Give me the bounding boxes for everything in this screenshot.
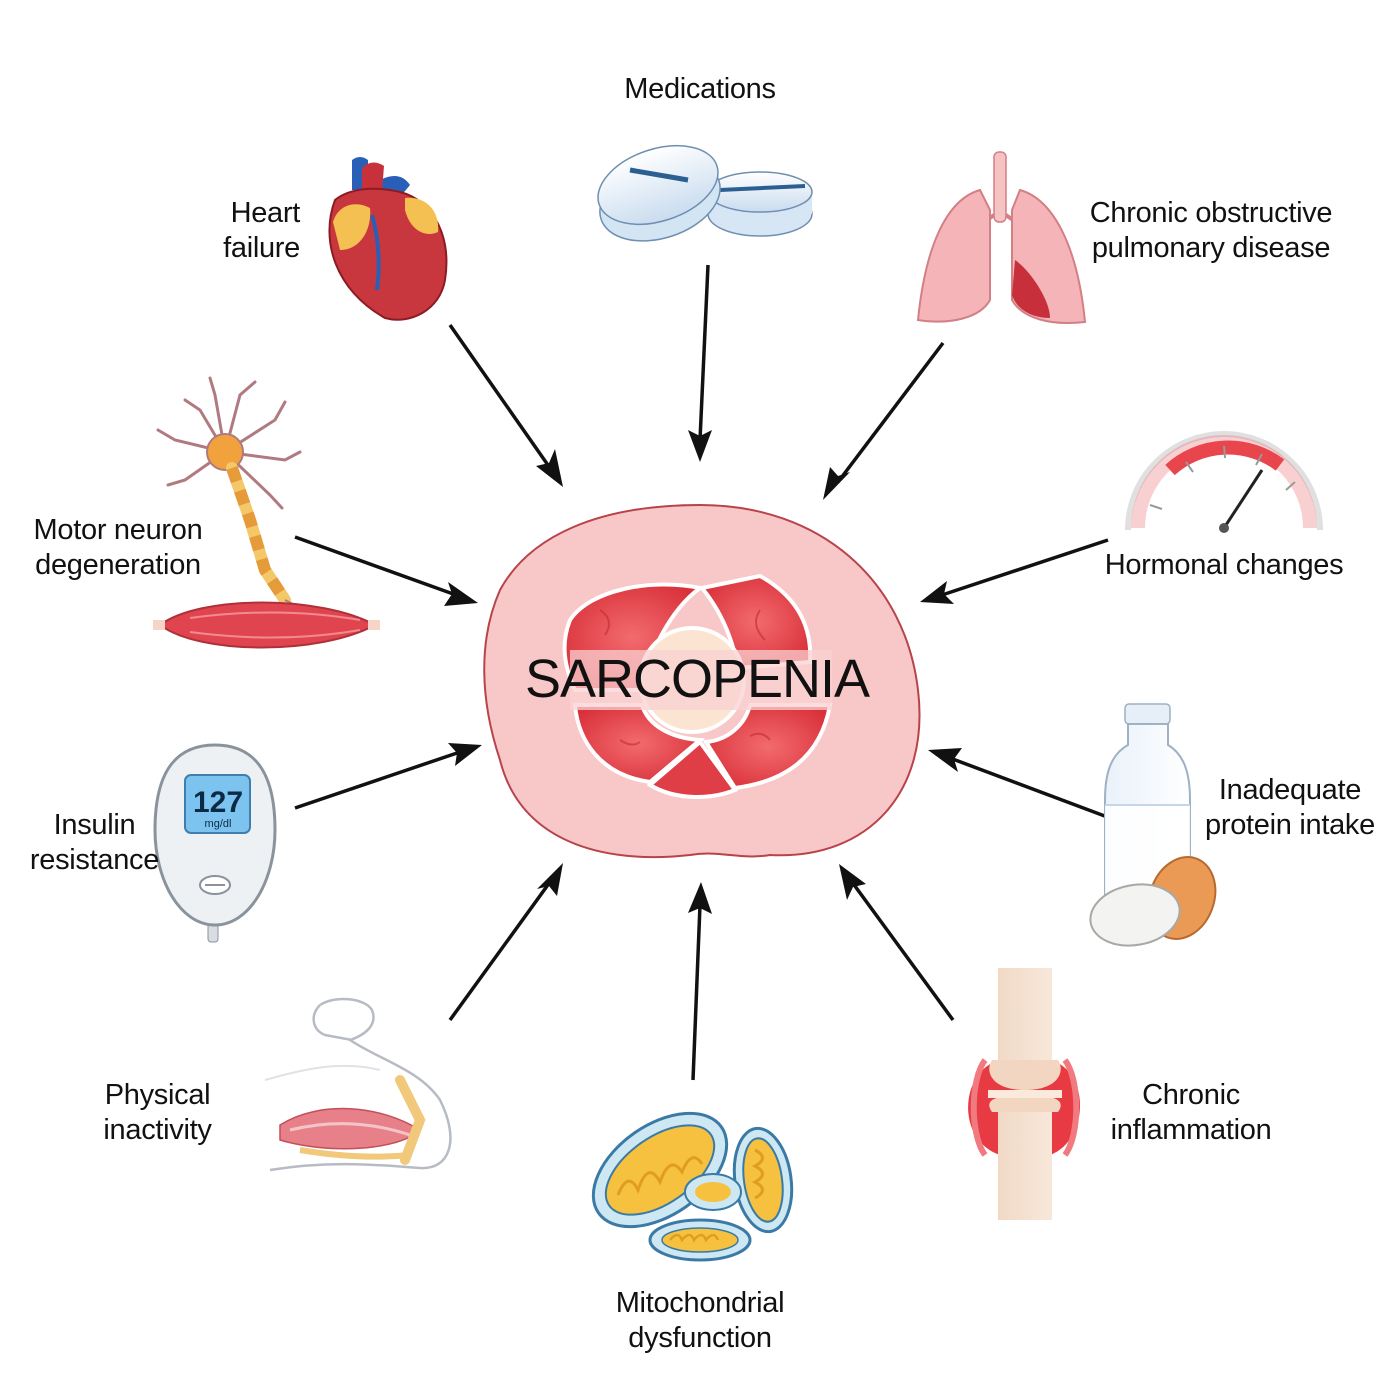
gauge-icon bbox=[1125, 431, 1323, 533]
arrow-heart-failure bbox=[448, 323, 563, 487]
label-insulin: Insulin resistance bbox=[29, 809, 160, 876]
pill-icon bbox=[597, 145, 813, 242]
label-medications: Medications bbox=[624, 73, 776, 105]
label-hormonal: Hormonal changes bbox=[1104, 549, 1344, 581]
label-mitochondrial: Mitochondrial dysfunction bbox=[615, 1287, 785, 1354]
center-title: SARCOPENIA bbox=[525, 649, 870, 709]
arm-muscle-icon bbox=[264, 997, 452, 1172]
neuron-icon bbox=[153, 376, 380, 649]
glucometer-reading: 127 bbox=[193, 786, 243, 819]
arrows bbox=[294, 264, 1111, 1081]
label-inflammation: Chronic inflammation bbox=[1110, 1079, 1272, 1146]
lungs-icon bbox=[916, 151, 1087, 324]
arrow-protein bbox=[928, 748, 1111, 820]
glucometer-unit: mg/dl bbox=[205, 818, 232, 830]
arrow-insulin bbox=[294, 743, 482, 810]
arrow-mitochondrial bbox=[688, 882, 712, 1081]
label-heart-failure: Heart failure bbox=[223, 197, 300, 264]
glucometer-icon: 127 mg/dl bbox=[153, 743, 277, 943]
label-motor-neuron: Motor neuron degeneration bbox=[33, 514, 203, 581]
milk-eggs-icon bbox=[1089, 703, 1217, 947]
heart-icon bbox=[328, 157, 448, 321]
label-physical: Physical inactivity bbox=[103, 1079, 212, 1146]
arrow-motor-neuron bbox=[294, 535, 478, 606]
label-protein: Inadequate protein intake bbox=[1205, 774, 1375, 841]
arrow-physical bbox=[448, 863, 563, 1022]
joint-icon bbox=[968, 968, 1080, 1220]
mitochondria-icon bbox=[591, 1111, 794, 1262]
arrow-hormonal bbox=[920, 538, 1109, 604]
arrow-copd bbox=[823, 341, 945, 500]
label-copd: Chronic obstructive pulmonary disease bbox=[1089, 197, 1333, 264]
muscle-cross-section bbox=[483, 503, 921, 859]
arrow-inflammation bbox=[839, 864, 955, 1022]
arrow-medications bbox=[688, 264, 712, 462]
